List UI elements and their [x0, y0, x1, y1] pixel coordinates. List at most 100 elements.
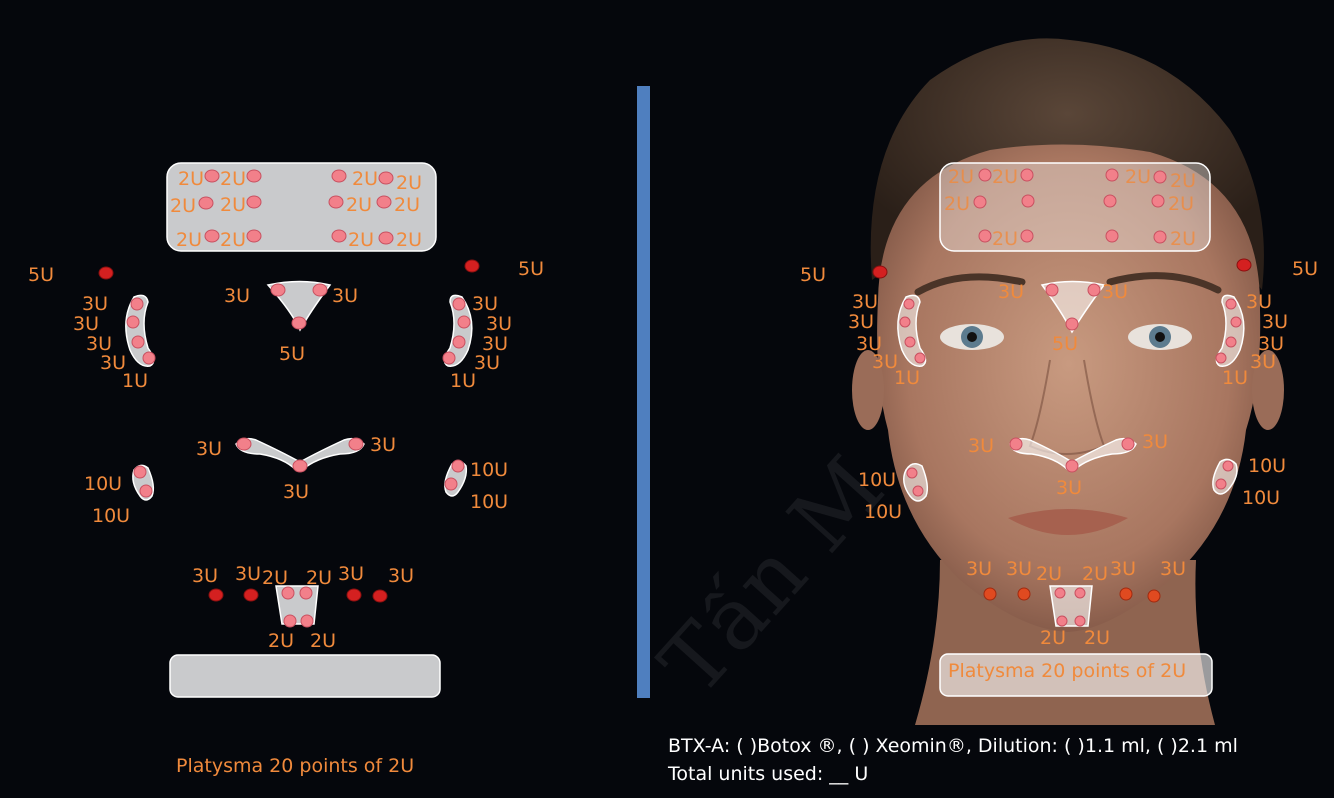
injection-point: [453, 298, 465, 310]
unit-label: 3U: [1246, 291, 1272, 313]
injection-point: [301, 615, 313, 627]
injection-point: [271, 284, 285, 296]
unit-label: 3U: [235, 563, 261, 585]
unit-label: 2U: [170, 195, 196, 217]
platysma-label: Platysma 20 points of 2U: [176, 755, 414, 777]
injection-point: [1104, 195, 1116, 207]
unit-label: 2U: [944, 193, 970, 215]
injection-point: [284, 615, 296, 627]
unit-label: 5U: [518, 258, 544, 280]
injection-point: [1216, 353, 1226, 363]
unit-label: 3U: [1110, 558, 1136, 580]
injection-point: [1226, 299, 1236, 309]
unit-label: 5U: [28, 264, 54, 286]
unit-label: 2U: [1082, 563, 1108, 585]
injection-point: [1010, 438, 1022, 450]
unit-label: 2U: [348, 229, 374, 251]
unit-label: 2U: [396, 172, 422, 194]
injection-point: [329, 196, 343, 208]
unit-label: 3U: [332, 285, 358, 307]
divider-bar: [637, 86, 650, 698]
injection-point: [247, 196, 261, 208]
dao-point: [1148, 590, 1160, 602]
unit-label: 2U: [1170, 228, 1196, 250]
injection-point: [905, 337, 915, 347]
dao-point: [209, 589, 223, 601]
unit-label: 10U: [84, 473, 122, 495]
injection-point: [293, 460, 307, 472]
platysma-zone: [170, 655, 440, 697]
injection-point: [1022, 195, 1034, 207]
injection-point: [979, 169, 991, 181]
injection-point: [443, 352, 455, 364]
injection-point: [1154, 171, 1166, 183]
unit-label: 3U: [82, 293, 108, 315]
dao-point: [347, 589, 361, 601]
unit-label: 3U: [998, 281, 1024, 303]
injection-point: [377, 196, 391, 208]
unit-label: 3U: [196, 438, 222, 460]
unit-label: 3U: [1056, 477, 1082, 499]
injection-point: [332, 230, 346, 242]
unit-label: 3U: [1160, 558, 1186, 580]
unit-label: 2U: [992, 228, 1018, 250]
injection-point: [349, 438, 363, 450]
unit-label: 5U: [1052, 333, 1078, 355]
injection-point: [127, 316, 139, 328]
dao-point: [1018, 588, 1030, 600]
injection-point: [1231, 317, 1241, 327]
injection-point: [1152, 195, 1164, 207]
unit-label: 2U: [1036, 563, 1062, 585]
unit-label: 2U: [178, 168, 204, 190]
unit-label: 1U: [894, 367, 920, 389]
temple-point-right: [465, 260, 479, 272]
unit-label: 10U: [1242, 487, 1280, 509]
injection-point: [131, 298, 143, 310]
injection-point: [1088, 284, 1100, 296]
injection-point: [134, 466, 146, 478]
injection-point: [979, 230, 991, 242]
unit-label: 3U: [472, 293, 498, 315]
unit-label: 5U: [1292, 258, 1318, 280]
unit-label: 2U: [220, 168, 246, 190]
left-eye: [940, 324, 1004, 350]
injection-point: [237, 438, 251, 450]
unit-label: 3U: [192, 565, 218, 587]
unit-label: 2U: [1040, 627, 1066, 649]
unit-label: 2U: [394, 194, 420, 216]
injection-point: [1057, 616, 1067, 626]
injection-point: [900, 317, 910, 327]
unit-label: 3U: [73, 313, 99, 335]
unit-label: 10U: [470, 459, 508, 481]
injection-point: [452, 460, 464, 472]
platysma-overlay-label: Platysma 20 points of 2U: [948, 660, 1186, 682]
dao-point: [1120, 588, 1132, 600]
injection-point: [913, 486, 923, 496]
unit-label: 2U: [306, 567, 332, 589]
unit-label: 3U: [1142, 431, 1168, 453]
injection-point: [974, 196, 986, 208]
unit-label: 5U: [279, 343, 305, 365]
injection-point: [379, 172, 393, 184]
injection-point: [332, 170, 346, 182]
injection-point: [199, 197, 213, 209]
injection-point: [1066, 460, 1078, 472]
unit-label: 3U: [1006, 558, 1032, 580]
unit-label: 3U: [848, 311, 874, 333]
injection-point: [143, 352, 155, 364]
injection-point: [1223, 461, 1233, 471]
unit-label: 3U: [486, 313, 512, 335]
unit-label: 1U: [450, 370, 476, 392]
unit-label: 10U: [470, 491, 508, 513]
unit-label: 3U: [966, 558, 992, 580]
unit-label: 2U: [1168, 193, 1194, 215]
unit-label: 1U: [122, 370, 148, 392]
unit-label: 2U: [220, 194, 246, 216]
unit-label: 10U: [1248, 455, 1286, 477]
injection-point: [915, 353, 925, 363]
injection-point: [1055, 588, 1065, 598]
unit-label: 3U: [370, 434, 396, 456]
injection-point: [1021, 230, 1033, 242]
dao-point: [244, 589, 258, 601]
